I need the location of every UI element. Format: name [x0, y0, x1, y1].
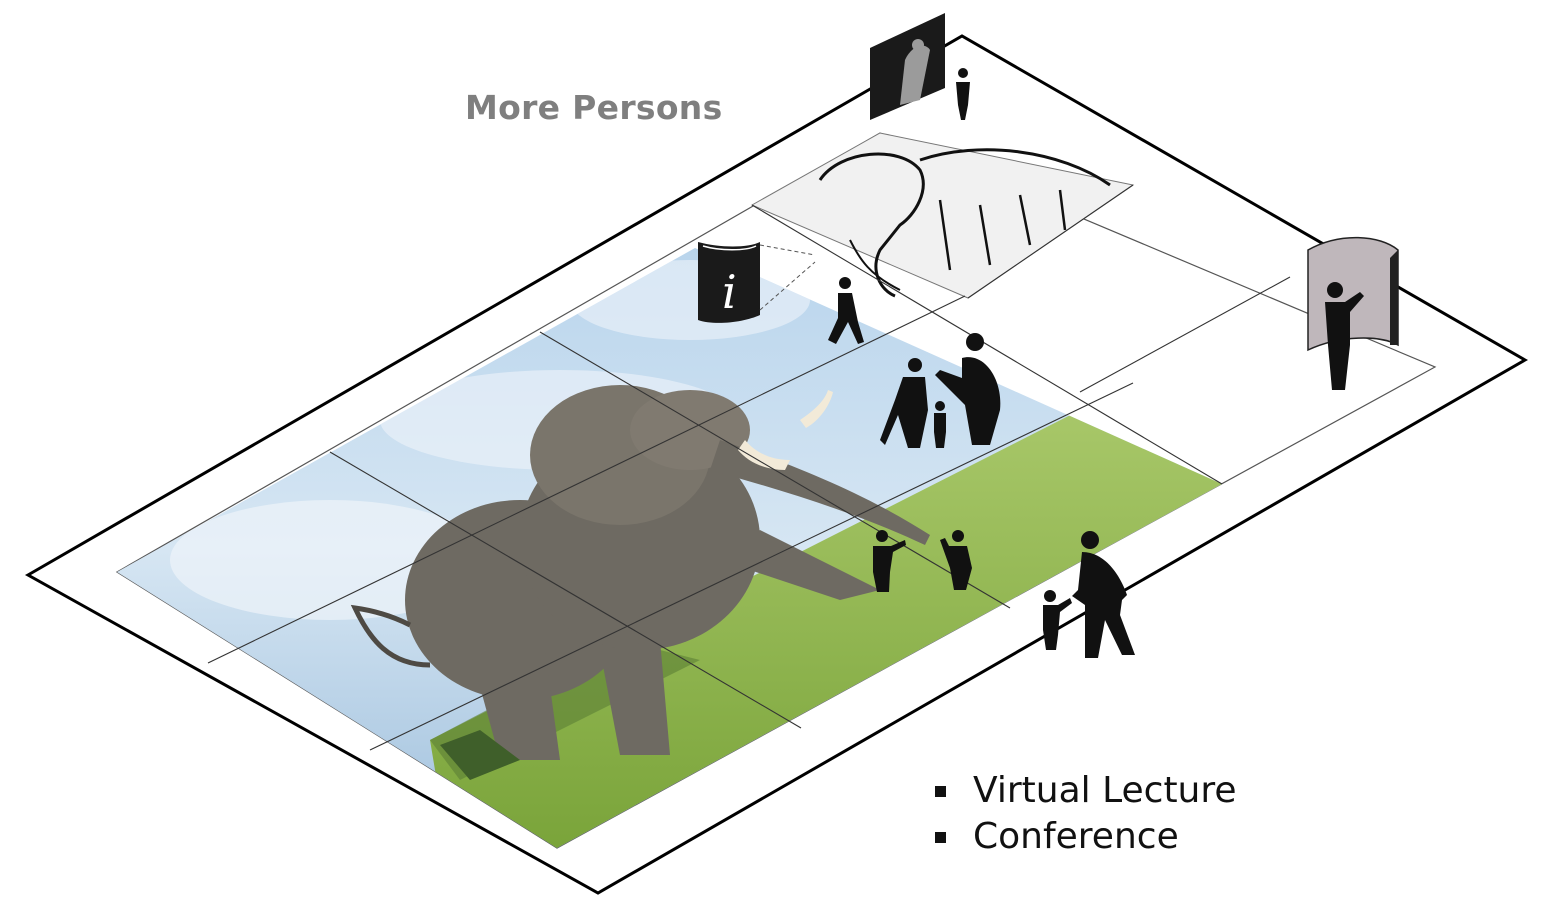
use-case-label: Virtual Lecture: [973, 770, 1237, 811]
use-case-item: Virtual Lecture: [935, 768, 1237, 814]
bullet-square-icon: [935, 786, 946, 797]
svg-text:i: i: [722, 265, 737, 319]
use-case-label: Conference: [973, 816, 1179, 857]
curved-display-icon: [1307, 236, 1399, 352]
elephant-sketch-panel: [750, 132, 1135, 299]
touch-screen-icon: [870, 13, 945, 120]
person-silhouettes: [828, 68, 1364, 658]
diagram-title: More Persons: [465, 88, 723, 127]
elephant: [350, 385, 930, 760]
person-silhouette-icon: [956, 68, 970, 120]
floor-grid: [207, 184, 1291, 751]
use-case-item: Conference: [935, 814, 1237, 860]
bullet-square-icon: [935, 832, 946, 843]
info-kiosk-icon: i: [698, 242, 816, 323]
use-case-list: Virtual Lecture Conference: [935, 768, 1237, 860]
